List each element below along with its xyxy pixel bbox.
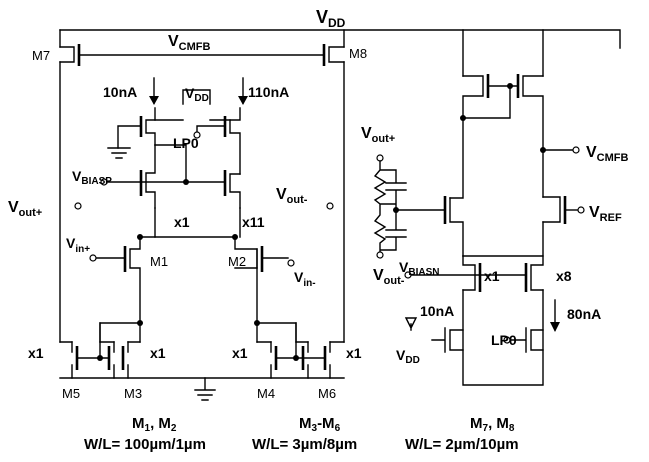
vbiasp-label: VBIASP: [72, 168, 112, 187]
m12-title: M1, M2: [132, 415, 177, 434]
m12-wl: W/L= 100µm/1µm: [84, 436, 206, 453]
differential-pair: [89, 234, 295, 324]
x11-tail-label: x11: [242, 214, 265, 230]
vbiasn-label: VBIASN: [399, 259, 439, 278]
cmfb-circuit: [373, 29, 585, 386]
m3-ratio: x1: [150, 345, 166, 361]
x1-tail-label: x1: [174, 214, 190, 230]
bias-vdd-label: VDD: [185, 85, 209, 104]
cmfb-current-80na: 80nA: [567, 306, 601, 322]
cmfb-vdd-label: VDD: [396, 347, 420, 366]
vdd-label: VDD: [316, 7, 346, 30]
cmfb-x1-label: x1: [484, 268, 500, 284]
vcmfb-label: VCMFB: [168, 33, 210, 53]
m78-wl: W/L= 2µm/10µm: [405, 436, 519, 453]
m2-label: M2: [228, 254, 246, 269]
m8-label: M8: [349, 46, 367, 61]
vref-label: VREF: [589, 204, 622, 224]
vin-plus-label: Vin+: [66, 235, 90, 255]
bias-current-110na: 110nA: [248, 84, 289, 100]
m36-title: M3-M6: [299, 415, 341, 434]
cmfb-x8-label: x8: [556, 268, 572, 284]
m36-wl: W/L= 3µm/8µm: [252, 436, 357, 453]
m7-label: M7: [32, 48, 50, 63]
cmfb-vout-minus-label: Vout-: [373, 267, 405, 287]
cmfb-output-label: VCMFB: [586, 144, 628, 164]
m6-ratio: x1: [346, 345, 362, 361]
current-mirrors: [59, 320, 345, 401]
vout-plus-label: Vout+: [8, 199, 42, 219]
bias-generator: [100, 77, 248, 238]
vout-plus-pin: [74, 202, 82, 210]
m4-label: M4: [257, 386, 275, 401]
m78-title: M7, M8: [470, 415, 515, 434]
m1-label: M1: [150, 254, 168, 269]
m3-label: M3: [124, 386, 142, 401]
vout-minus-pin: [326, 202, 334, 210]
m6-label: M6: [318, 386, 336, 401]
vout-minus-label: Vout-: [276, 186, 308, 206]
cmfb-lp0-label: LP0: [491, 332, 517, 348]
cmfb-vout-plus-label: Vout+: [361, 125, 395, 145]
m4-ratio: x1: [232, 345, 248, 361]
sizing-table: M1, M2 W/L= 100µm/1µm M3-M6 W/L= 3µm/8µm…: [84, 415, 519, 453]
vdd-rail: [59, 29, 621, 49]
m5-ratio: x1: [28, 345, 44, 361]
m5-label: M5: [62, 386, 80, 401]
vin-minus-label: Vin-: [294, 269, 316, 289]
bias-current-10na: 10nA: [103, 84, 137, 100]
lp0-label: LP0: [173, 135, 199, 151]
transistor-m8: [322, 44, 345, 343]
cmfb-current-10na: 10nA: [420, 303, 454, 319]
transistor-m7: [59, 44, 81, 343]
